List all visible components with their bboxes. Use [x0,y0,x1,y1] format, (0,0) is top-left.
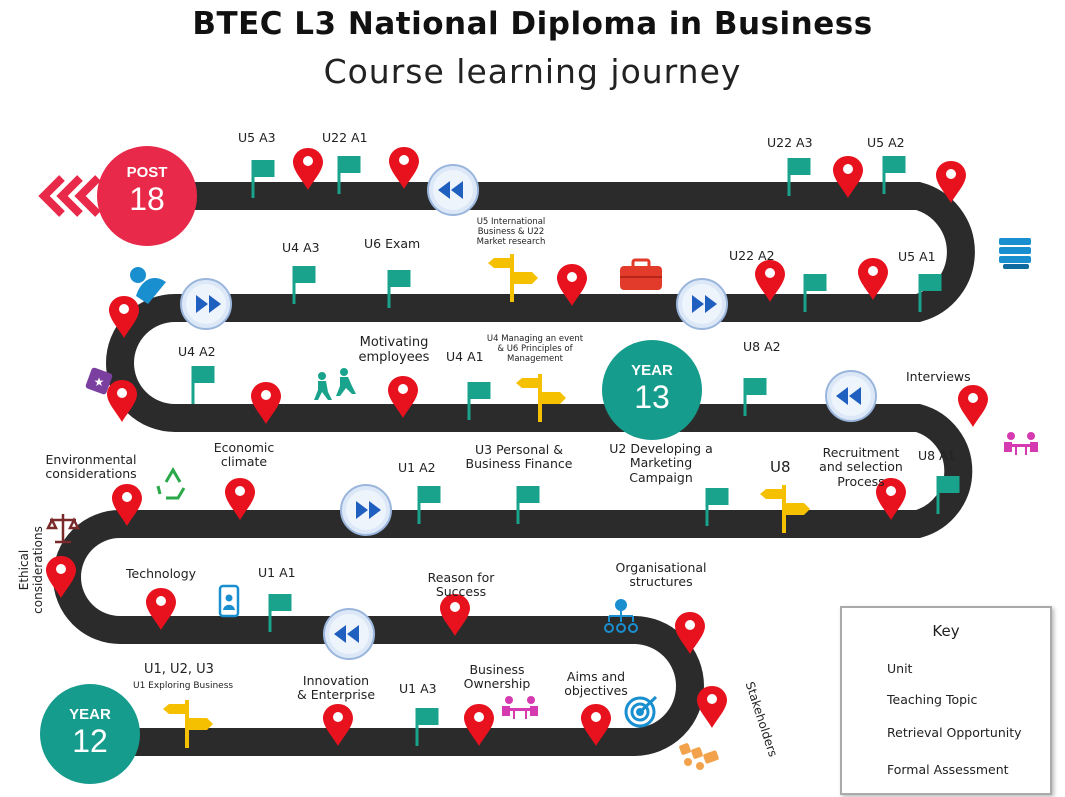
label-innovation-enterprise: Innovation& Enterprise [296,673,376,703]
retrieval-rewind-icon [323,608,375,660]
label-u22-a1: U22 A1 [322,130,368,145]
label-u4-a1: U4 A1 [446,349,484,364]
retrieval-rewind-icon [825,370,877,422]
phone-person-icon [218,584,240,618]
star-tag-icon: ★ [85,367,113,395]
label-u8-a2: U8 A2 [743,339,781,354]
year13-badge-text: YEAR 13 [631,362,673,415]
page-title: BTEC L3 National Diploma in Business [192,6,873,42]
label-u3-personal-finance: U3 Personal &Business Finance [465,442,573,472]
recycle-icon [156,467,186,500]
post18-badge-text: POST 18 [126,164,168,217]
label-technology: Technology [126,566,197,581]
teaching-topic-pin [958,385,988,427]
teaching-topic-pin [697,686,727,728]
year12-badge-text: YEAR 12 [69,706,111,759]
handshake-icon [679,743,719,770]
label-u1-a1: U1 A1 [258,565,296,580]
person-icon [130,267,166,304]
label-u1-u2-u3: U1, U2, U3 [144,662,214,677]
label-u22-a2: U22 A2 [729,248,775,263]
legend-formal-assessment: Formal Assessment [887,762,1009,777]
scales-icon [45,514,81,544]
page-subtitle: Course learning journey [323,52,742,91]
chevron-arrows-icon [38,175,101,217]
year12-badge [40,684,140,784]
label-u1-a3: U1 A3 [399,681,437,696]
label-u1-exploring-business: U1 Exploring Business [133,681,234,691]
retrieval-forward-icon [340,484,392,536]
label-u1-a2: U1 A2 [398,460,436,475]
org-chart-icon [604,599,638,633]
svg-text:★: ★ [94,375,105,389]
year13-badge [602,340,702,440]
legend-teaching-topic: Teaching Topic [887,692,978,707]
label-u22-a3: U22 A3 [767,135,813,150]
briefcase-icon [620,258,662,290]
legend-unit: Unit [887,661,913,676]
legend-title: Key [932,622,960,640]
post18-badge [97,146,197,246]
label-interviews: Interviews [906,369,971,384]
label-u8-a1: U8 A1 [918,448,956,463]
label-u5-a1: U5 A1 [898,249,936,264]
label-u4-a2: U4 A2 [178,344,216,359]
label-u5-a2: U5 A2 [867,135,905,150]
retrieval-forward-icon [676,278,728,330]
teaching-topic-pin [858,258,888,300]
people-running-icon [314,368,356,400]
retrieval-rewind-icon [427,164,479,216]
label-u6-exam: U6 Exam [364,236,421,251]
meeting-icon [502,696,538,719]
retrieval-forward-icon [180,278,232,330]
label-u8: U8 [770,458,791,476]
meeting-icon [1004,432,1038,455]
legend-retrieval-opportunity: Retrieval Opportunity [887,725,1022,740]
formal-assessment-flag [191,366,215,404]
label-u5-a3: U5 A3 [238,130,276,145]
label-u4-a3: U4 A3 [282,240,320,255]
legend-key: Key Unit Teaching Topic Retrieval Opport… [840,606,1052,795]
target-icon [624,695,658,728]
books-icon [999,238,1031,269]
